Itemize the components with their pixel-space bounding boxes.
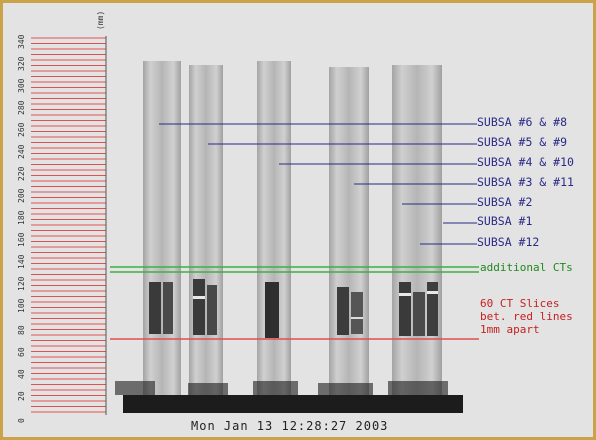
- additional-cts-label: additional CTs: [480, 261, 573, 274]
- axis-tick-label: 280: [17, 100, 26, 115]
- axis-tick-label: 20: [17, 391, 26, 401]
- subsa-pointers: [159, 123, 477, 245]
- axis-tick-label: 180: [17, 210, 26, 225]
- axis-tick-label: 200: [17, 188, 26, 203]
- axis-tick-label: 240: [17, 144, 26, 159]
- axis-tick-label: 220: [17, 166, 26, 181]
- axis-tick-label: 60: [17, 347, 26, 357]
- axis-tick-label: 120: [17, 276, 26, 291]
- subsa-label: SUBSA #12: [477, 235, 540, 249]
- axis-tick-label: 80: [17, 325, 26, 335]
- axis-unit: (mm): [96, 10, 105, 30]
- ruler-lines: [31, 37, 106, 413]
- ct-slices-label: 1mm apart: [480, 323, 540, 336]
- axis-tick-label: 300: [17, 78, 26, 93]
- tube-3: [257, 61, 291, 401]
- ct-scan-image: [31, 36, 479, 415]
- tube-base: [115, 381, 463, 413]
- ct-slices-label: 60 CT Slices: [480, 297, 560, 310]
- axis-tick-label: 320: [17, 56, 26, 71]
- tube-4: [329, 67, 369, 401]
- subsa-label: SUBSA #1: [477, 214, 533, 228]
- axis-tick-label: 100: [17, 298, 26, 313]
- axis-tick-label: 340: [17, 34, 26, 49]
- axis-tick-label: 140: [17, 254, 26, 269]
- ct-slices-label: bet. red lines: [480, 310, 573, 323]
- subsa-label: SUBSA #4 & #10: [477, 155, 574, 169]
- subsa-label: SUBSA #5 & #9: [477, 135, 568, 149]
- subsa-label: SUBSA #2: [477, 195, 533, 209]
- subsa-label: SUBSA #3 & #11: [477, 175, 574, 189]
- axis-tick-label: 260: [17, 122, 26, 137]
- tube-1: [143, 61, 181, 401]
- axis-tick-label: 160: [17, 232, 26, 247]
- subsa-label: SUBSA #6 & #8: [477, 115, 568, 129]
- tube-2: [189, 65, 223, 401]
- axis-tick-label: 40: [17, 369, 26, 379]
- axis-tick-label: 0: [17, 418, 26, 423]
- timestamp: Mon Jan 13 12:28:27 2003: [191, 419, 389, 433]
- tube-5: [392, 65, 442, 401]
